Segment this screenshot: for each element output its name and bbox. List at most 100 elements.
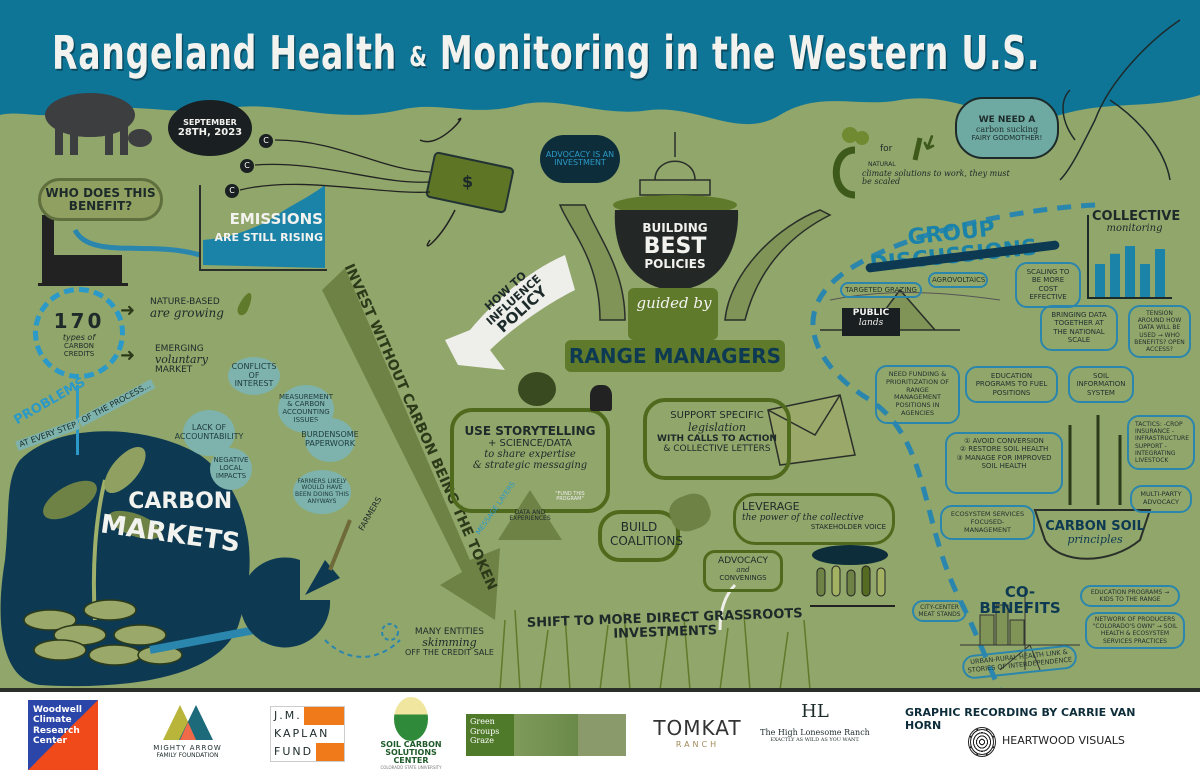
soil-plants-icon (1068, 415, 1122, 505)
advocacy-line-3: convenings (719, 574, 767, 582)
title-part-2: Monitoring in the Western U.S. (439, 26, 1041, 80)
soil-carbon-emblem-icon (394, 697, 428, 741)
range-managers-banner: Range Managers (565, 340, 785, 372)
message-pyramid (498, 490, 562, 540)
carbon-coin-icon: C (240, 159, 254, 173)
hl-name: The High Lonesome Ranch (760, 727, 870, 737)
nature-based-line-1: Nature-based (150, 297, 220, 307)
fairy-line-2: carbon sucking (975, 124, 1039, 134)
kaplan-row: KAPLAN (271, 725, 344, 743)
emerging-line-3: market (155, 364, 193, 375)
building-line-1: Building (642, 221, 708, 235)
high-lonesome-logo: HL The High Lonesome Ranch Exactly as wi… (760, 702, 870, 743)
date-day-year: 28th, 2023 (177, 127, 243, 138)
monitoring-bar (1140, 264, 1150, 297)
problem-bubble: Conflicts of interest (228, 357, 280, 395)
credits-number: 170 (53, 308, 105, 333)
for-label: for (880, 144, 893, 154)
fairy-line-1: We need a (978, 114, 1036, 125)
who-benefits-cloud: Who does this benefit? (38, 178, 163, 222)
mountain-logo-icon (162, 705, 213, 740)
carbon-markets-line-1: Carbon (128, 489, 233, 514)
public-lands-line-2: lands (858, 318, 884, 328)
carbon-credits-circle: 170 types of carbon credits (33, 287, 125, 379)
dollar-icon: $ (462, 172, 474, 191)
emissions-label: Emissions are still rising (205, 210, 323, 243)
legislation-line-4: & collective letters (663, 444, 771, 454)
emerging-market-note: Emerging voluntary market (155, 344, 208, 375)
arrow-icon: ➜ (120, 345, 136, 366)
leverage-line-2: the power of the collective (742, 513, 864, 523)
collective-line-1: Collective (1092, 209, 1181, 224)
best-policies-bowl (614, 210, 739, 290)
storytelling-line-4: & strategic messaging (472, 460, 588, 471)
cow-icon (45, 93, 152, 155)
leverage-line-3: stakeholder voice (810, 523, 886, 531)
problem-bubble: Negative local impacts (210, 448, 252, 490)
tree-rings-icon (968, 727, 996, 757)
tomkat-sub: RANCH (675, 740, 720, 749)
carbon-soil-line-2: principles (1067, 532, 1123, 546)
legislation-line-1: Support specific (670, 410, 764, 421)
coalitions-line-2: Coalitions (610, 534, 683, 548)
kaplan-text: J.M. (274, 709, 302, 722)
influence-policy-arrow (445, 255, 575, 370)
emissions-chart (203, 185, 325, 268)
carbon-coin-icon: C (259, 134, 273, 148)
monitoring-bar (1110, 253, 1120, 297)
left-hand-icon (558, 204, 626, 321)
collective-monitoring-chart (1095, 246, 1165, 297)
guided-by-label: guided by (636, 294, 712, 312)
natural-label: natural (868, 161, 896, 168)
blue-arrow-curve (72, 228, 201, 258)
skimming-note: Many entities skimming off the credit sa… (405, 627, 494, 657)
page-title: Rangeland Health & Monitoring in the Wes… (52, 26, 1039, 80)
city-meat-stands-bubble: City-center meat stands (912, 600, 967, 623)
natural-solutions-note: climate solutions to work, they must be … (862, 169, 1010, 187)
multi-party-bubble: Multi-party advocacy (1130, 485, 1192, 513)
natural-c-icon (832, 146, 856, 199)
person-speaking-icon (590, 385, 612, 411)
skimming-line-1: Many entities (414, 627, 485, 637)
date-bubble: September 28th, 2023 (168, 100, 252, 156)
leverage-line-1: Leverage (742, 500, 800, 513)
education-fuel-bubble: Education programs to fuel positions (965, 366, 1058, 404)
woodwell-text: Woodwell Climate Research Center (33, 705, 83, 747)
advocacy-convenings-box: Advocacy and convenings (703, 550, 783, 592)
co-benefits-title: Co-Benefits (979, 583, 1061, 617)
storytelling-line-2: + Science/Data (487, 438, 573, 449)
carbon-soil-title: Carbon Soil principles (1045, 520, 1145, 545)
legislation-line-3: with calls to action (657, 434, 777, 444)
principle-restore: ② Restore soil health (959, 445, 1049, 454)
graphic-recording-credit: Graphic recording by Carrie Van Horn (905, 706, 1136, 732)
date-month: September (183, 118, 237, 127)
monitoring-bar (1155, 249, 1165, 297)
legislation-line-2: legislation (688, 421, 746, 434)
carbon-soil-line-1: Carbon Soil (1045, 519, 1145, 534)
coin-stack-icon (23, 599, 183, 666)
advocacy-line-2: and (736, 566, 750, 574)
credits-line-1: types of (62, 332, 96, 342)
kaplan-row: FUND (271, 743, 344, 761)
heartwood-visuals-text: Heartwood Visuals (1002, 734, 1125, 747)
building-best-policies: Building Best Policies (620, 222, 730, 270)
monitoring-bar (1125, 246, 1135, 297)
soil-principles-bubble: ① Avoid conversion ② Restore soil health… (945, 432, 1063, 494)
kaplan-text: KAPLAN (274, 727, 330, 740)
title-ampersand: & (409, 40, 428, 73)
grass-illustration (499, 609, 811, 690)
fund-program-quote: "Fund this program" (555, 491, 585, 503)
factory-icon (38, 215, 128, 286)
soil-info-bubble: Soil information system (1068, 366, 1134, 404)
hl-tag: Exactly as wild as you want. (770, 736, 860, 743)
fairy-godmother-cloud: We need a carbon sucking fairy godmother… (955, 97, 1059, 159)
emissions-line-1: Emissions (229, 210, 323, 228)
legislation-box: Support specific legislation with calls … (643, 398, 791, 480)
education-kids-bubble: Education programs → kids to the range (1080, 585, 1180, 608)
problem-bubble: Farmers likely would have been doing thi… (293, 470, 351, 514)
title-part-1: Rangeland Health (52, 26, 397, 80)
nature-based-line-2: are growing (150, 306, 224, 321)
flying-money-icon (419, 117, 514, 247)
ecosystem-services-bubble: Ecosystem services focused-management (940, 505, 1035, 541)
capitol-icon (639, 132, 711, 196)
